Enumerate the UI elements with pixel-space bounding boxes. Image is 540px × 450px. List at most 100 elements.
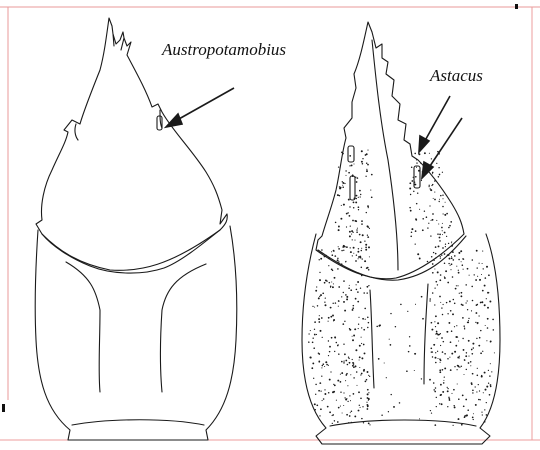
stipple-dot [320,252,321,253]
stipple-dot [490,363,491,364]
astacus-cephalic-outline [316,22,464,279]
stipple-dot [447,390,449,392]
stipple-dot [464,374,465,375]
stipple-dot [490,386,492,388]
stipple-dot [308,333,309,334]
stipple-dot [451,353,453,355]
stipple-dot [485,325,486,326]
stipple-dot [413,191,414,192]
stipple-dot [391,394,392,395]
stipple-dot [359,356,361,358]
stipple-dot [452,259,454,261]
stipple-dot [443,304,444,305]
stipple-dot [475,279,477,281]
austro-thoracic-outline [35,226,237,440]
stipple-dot [442,230,443,231]
stipple-dot [327,406,329,408]
stipple-dot [452,276,454,278]
stipple-dot [354,328,356,330]
stipple-dot [319,296,320,297]
stipple-dot [310,357,312,359]
stipple-dot [352,365,354,367]
stipple-dot [335,302,336,303]
stipple-dot [361,267,363,269]
stipple-dot [331,281,332,282]
stipple-dot [486,266,488,268]
stipple-dot [366,402,367,403]
austro-areola-left [66,262,100,392]
stipple-dot [346,414,348,416]
stipple-dot [439,174,441,176]
stipple-dot [480,399,481,400]
stipple-dot [371,174,373,176]
stipple-dot [343,250,344,251]
stipple-dot [450,269,451,270]
stipple-dot [358,248,359,249]
stipple-dot [325,304,327,306]
stipple-dot [390,313,391,314]
stipple-dot [480,352,482,354]
stipple-dot [367,406,369,408]
stipple-dot [476,304,478,306]
stipple-dot [453,299,455,301]
stipple-dot [328,392,330,394]
stipple-dot [472,373,474,375]
stipple-dot [473,413,474,414]
stipple-dot [344,360,345,361]
stipple-dot [416,159,417,160]
stipple-dot [337,345,339,347]
stipple-dot [424,211,425,212]
stipple-dot [486,386,488,388]
stipple-dot [433,252,434,253]
stipple-dot [484,372,486,374]
stipple-dot [349,362,351,364]
stipple-dot [362,163,364,165]
stipple-dot [356,231,358,233]
stipple-dot [325,297,326,298]
stipple-dot [360,407,361,408]
stipple-dot [433,389,435,391]
stipple-dot [488,274,490,276]
stipple-dot [324,389,325,390]
stipple-dot [340,374,341,375]
stipple-dot [432,172,434,174]
stipple-dot [429,379,431,381]
stipple-dot [367,164,369,166]
stipple-dot [315,384,317,386]
stipple-dot [353,207,355,209]
stipple-dot [470,361,472,363]
stipple-dot [439,279,441,281]
stipple-dot [444,376,445,377]
stipple-dot [472,417,474,419]
stipple-dot [447,313,448,314]
stipple-dot [345,399,346,400]
stipple-dot [439,403,440,404]
stipple-dot [330,316,332,318]
stray-mark-top [515,4,518,9]
stipple-dot [357,251,359,253]
stipple-dot [434,287,435,288]
stipple-dot [449,399,451,401]
stipple-dot [458,252,460,254]
stipple-dot [395,326,396,327]
stipple-dot [421,296,423,298]
stipple-dot [353,253,354,254]
stipple-dot [335,222,337,224]
stipple-dot [464,359,466,361]
stipple-dot [440,256,441,257]
stipple-dot [466,414,468,416]
stipple-dot [346,246,348,248]
stipple-dot [359,359,360,360]
stipple-dot [441,255,442,256]
stipple-dot [363,422,364,423]
stipple-dot [477,375,479,377]
stipple-dot [367,397,369,399]
stipple-dot [356,229,358,231]
stipple-dot [451,263,453,265]
stipple-dot [325,255,327,257]
stipple-dot [328,340,329,341]
stipple-dot [312,306,313,307]
stipple-dot [442,247,444,249]
stipple-dot [331,251,332,252]
stipple-dot [410,236,412,238]
